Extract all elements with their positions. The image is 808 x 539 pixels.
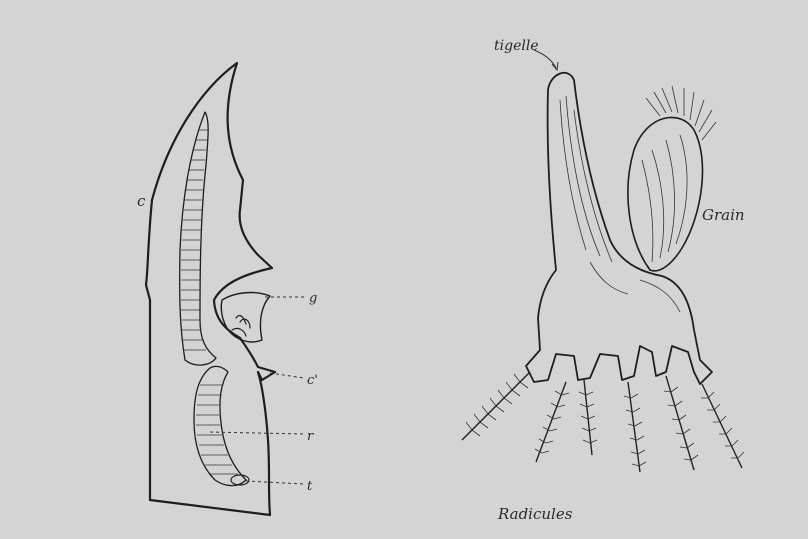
label-c-prime: c'	[307, 373, 318, 388]
label-grain: Grain	[702, 206, 745, 224]
label-c: c	[137, 192, 146, 210]
label-g: g	[309, 291, 317, 306]
label-r: r	[307, 429, 314, 444]
label-t: t	[307, 479, 313, 494]
label-tigelle: tigelle	[494, 38, 539, 54]
label-radicules: Radicules	[497, 505, 573, 523]
